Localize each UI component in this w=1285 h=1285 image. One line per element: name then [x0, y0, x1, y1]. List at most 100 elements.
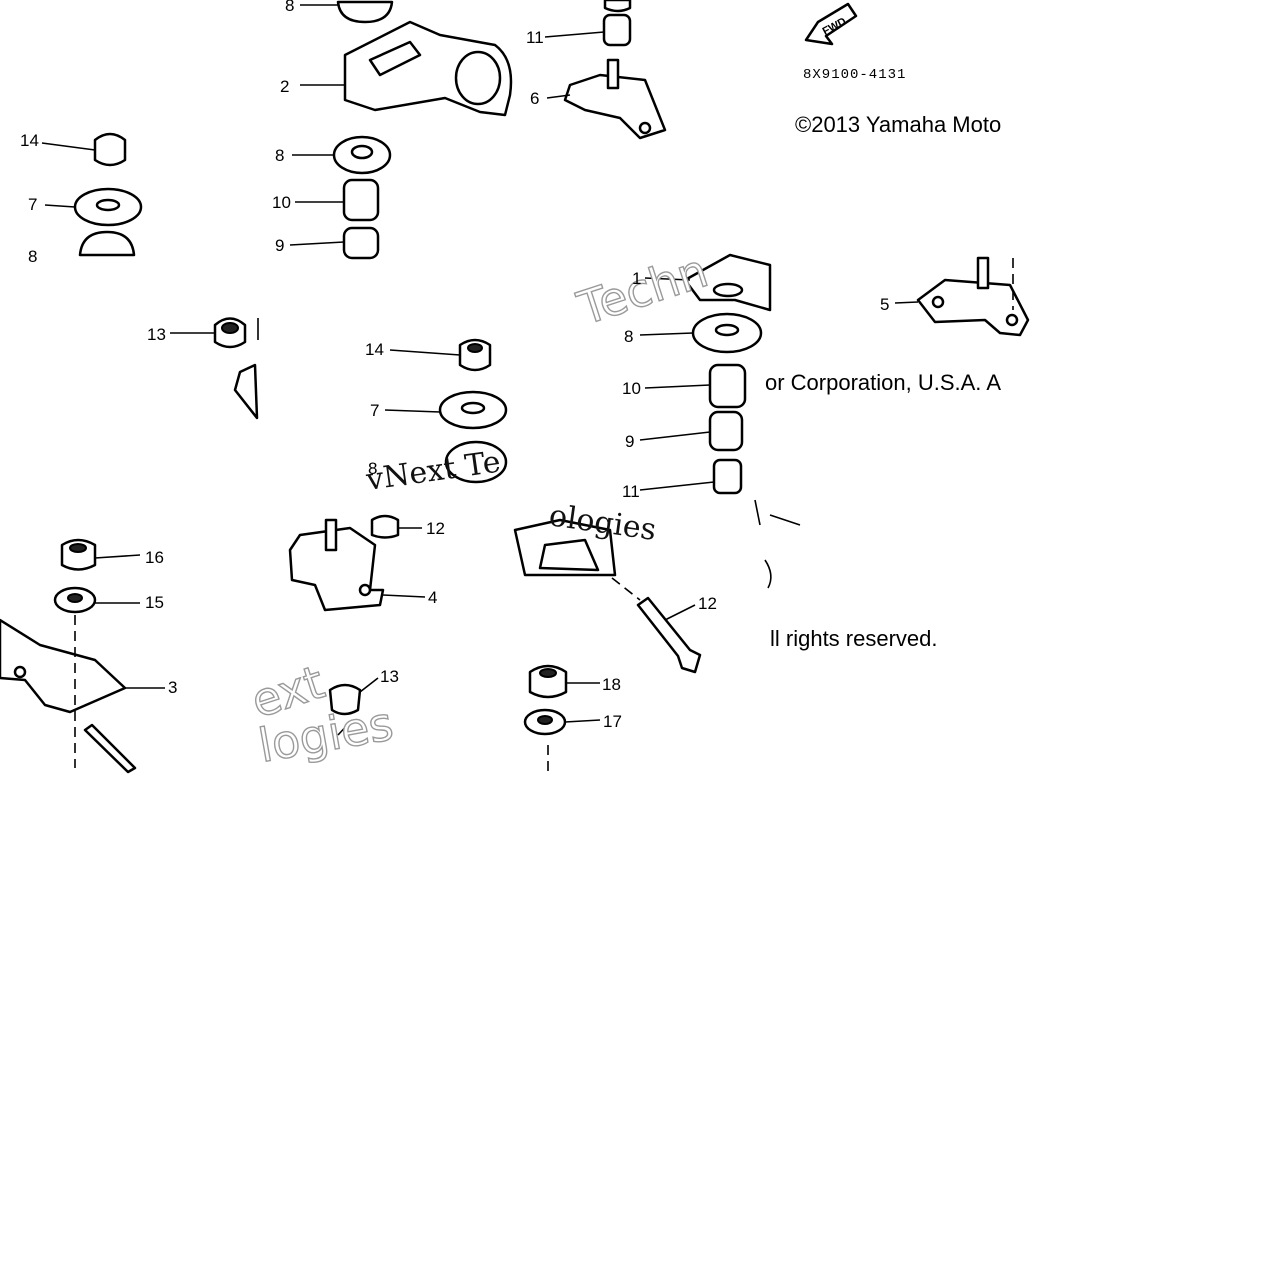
- middle-left-group: [170, 317, 259, 420]
- watermark-text: Techn: [571, 243, 714, 336]
- plate-hole: [638, 121, 652, 135]
- leader-line: [44, 204, 76, 208]
- washer-part: [78, 230, 136, 257]
- leader-line: [754, 499, 801, 526]
- outline-fragment: [764, 559, 772, 589]
- leader-line: [639, 481, 715, 491]
- callout-label: 8: [285, 0, 294, 15]
- leader-line: [644, 277, 691, 281]
- bracket-hole: [712, 282, 744, 298]
- leader-line: [337, 719, 353, 736]
- callout-label: 13: [147, 325, 166, 344]
- leader-line: [639, 431, 711, 441]
- callout-label: 15: [145, 593, 164, 612]
- nut-part: [528, 664, 568, 699]
- top-right-group: FWD 8X9100-4131 ©2013 Yamaha Moto: [795, 2, 1001, 137]
- bolt-head-part: [370, 514, 400, 539]
- washer-hole: [67, 593, 83, 603]
- mount-bracket-part: [0, 618, 127, 714]
- leader-line: [644, 384, 711, 389]
- bracket-slot: [538, 538, 600, 572]
- collar-part: [342, 226, 380, 260]
- callout-label: 4: [428, 588, 437, 607]
- leader-line: [41, 142, 96, 151]
- washer-hole: [714, 323, 740, 337]
- copyright-line-2: or Corporation, U.S.A. A: [765, 370, 1001, 395]
- spacer-part: [603, 0, 632, 13]
- collar-part: [708, 410, 744, 452]
- leader-line: [382, 594, 426, 598]
- callout-label: 18: [602, 675, 621, 694]
- callout-label: 12: [426, 519, 445, 538]
- leader-line: [639, 332, 694, 336]
- callout-label: 17: [603, 712, 622, 731]
- callout-label: 7: [28, 195, 37, 214]
- nut-part: [93, 132, 127, 167]
- washer-part: [444, 440, 508, 484]
- callout-label: 11: [526, 28, 544, 47]
- callout-label: 2: [280, 77, 289, 96]
- middle-right-group: or Corporation, U.S.A. A ll rights reser…: [639, 253, 1030, 651]
- mount-hole: [358, 583, 372, 597]
- watermark-group: Techn vNext Te ologies ext logies: [244, 243, 715, 774]
- copyright-line-1: ©2013 Yamaha Moto: [795, 112, 1001, 137]
- nut-hole: [539, 668, 557, 678]
- spacer-part: [712, 458, 743, 495]
- callout-label: 1: [632, 269, 641, 288]
- callout-label: 7: [370, 401, 379, 420]
- leader-line: [289, 241, 345, 246]
- leader-line: [546, 94, 571, 99]
- bracket-hole: [13, 665, 27, 679]
- leader-line: [544, 31, 605, 38]
- callout-label: 12: [698, 594, 717, 613]
- callout-label: 13: [380, 667, 399, 686]
- stud-part: [606, 58, 620, 90]
- collar-part: [708, 363, 747, 409]
- collar-part: [342, 178, 380, 222]
- bracket-slot: [368, 40, 422, 77]
- nut-hole: [69, 543, 87, 553]
- nut-hole: [467, 343, 483, 353]
- washer-part: [336, 0, 394, 24]
- bracket-hole: [454, 50, 502, 106]
- callout-label: 10: [622, 379, 641, 398]
- callout-label: 9: [625, 432, 634, 451]
- callout-label: 16: [145, 548, 164, 567]
- part-code: 8X9100-4131: [803, 67, 906, 83]
- callout-label: 11: [622, 482, 640, 501]
- mount-plate-part: [916, 278, 1030, 337]
- top-left-group: [41, 132, 143, 257]
- washer-hole: [95, 198, 121, 212]
- top-center-group: [289, 0, 667, 260]
- callout-label: 3: [168, 678, 177, 697]
- copyright-line-3: ll rights reserved.: [770, 626, 938, 651]
- callout-label: 14: [365, 340, 384, 359]
- washer-hole: [350, 144, 374, 160]
- callout-label: 8: [368, 459, 377, 478]
- leader-line: [564, 719, 601, 723]
- leader-line: [664, 604, 696, 621]
- nut-hole: [221, 322, 239, 334]
- stud-part: [976, 256, 990, 290]
- washer-hole: [460, 401, 486, 415]
- bracket-part: [683, 253, 772, 312]
- callout-label: 6: [530, 89, 539, 108]
- leader-line: [359, 677, 379, 693]
- bolt-part: [636, 596, 702, 674]
- washer-hole: [537, 715, 553, 725]
- callout-label: 9: [275, 236, 284, 255]
- callout-label: 5: [880, 295, 889, 314]
- middle-center-group: [288, 338, 641, 612]
- bottom-left-group: [0, 538, 165, 774]
- watermark-text: vNext Te: [363, 444, 502, 498]
- plate-hole: [1005, 313, 1019, 327]
- plate-hole: [931, 295, 945, 309]
- leader-line: [384, 409, 441, 413]
- bottom-center-group: [328, 596, 702, 772]
- leader-line: [389, 349, 461, 356]
- leader-line: [894, 301, 919, 304]
- stud-part: [324, 518, 338, 552]
- callout-label: 8: [275, 146, 284, 165]
- callout-label: 8: [624, 327, 633, 346]
